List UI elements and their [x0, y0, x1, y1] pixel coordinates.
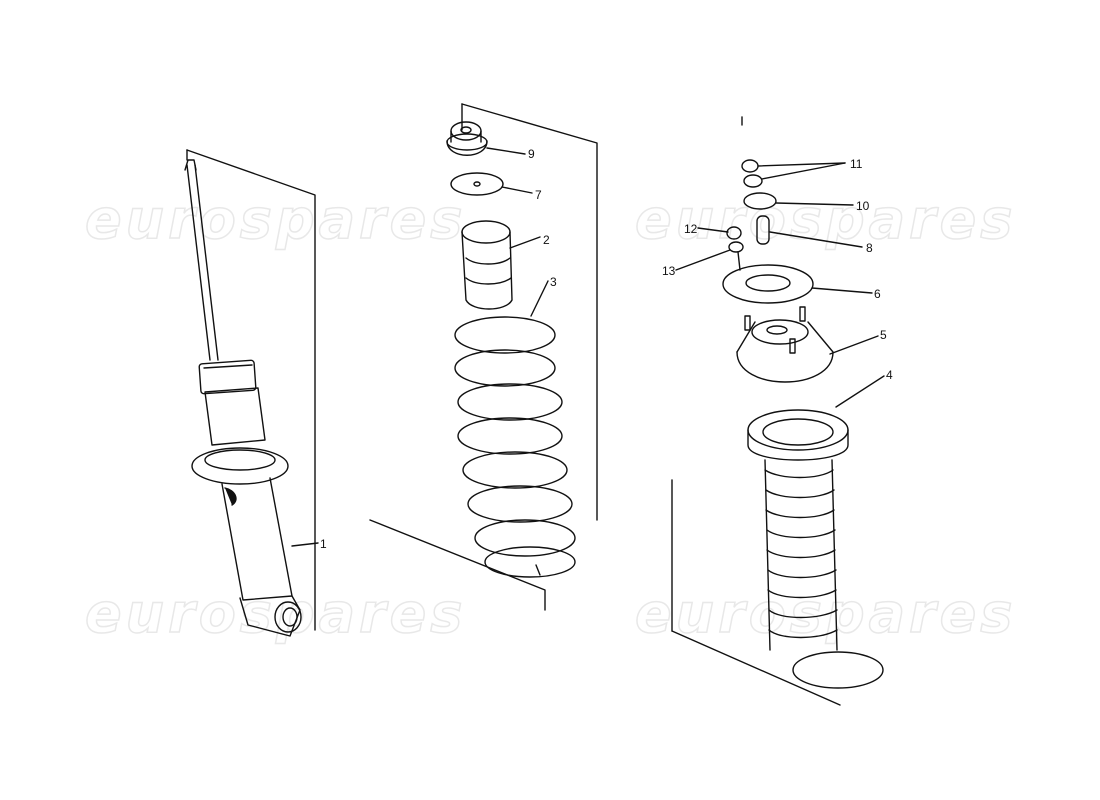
callout-13: 13 [662, 264, 676, 278]
bump-stop-part-2 [461, 220, 541, 310]
callout-11: 11 [850, 157, 863, 171]
shock-absorber-part-1 [184, 159, 319, 637]
callout-9: 9 [528, 147, 535, 161]
bushing-part-9 [446, 121, 526, 156]
dust-boot-part-4 [747, 375, 885, 689]
nut-part-12 [697, 226, 742, 240]
callout-5: 5 [880, 328, 887, 342]
callout-12: 12 [684, 222, 698, 236]
callout-6: 6 [874, 287, 881, 301]
callout-10: 10 [856, 199, 870, 213]
callout-1: 1 [320, 537, 327, 551]
spacer-part-8 [756, 215, 863, 248]
mounting-plate-part-6 [722, 264, 873, 304]
callout-8: 8 [866, 241, 873, 255]
callout-3: 3 [550, 275, 557, 289]
washer-part-13 [675, 241, 744, 271]
washer-part-7 [450, 172, 533, 196]
assembly-plane-right [671, 116, 841, 706]
washer-part-10 [743, 192, 854, 210]
assembly-plane-middle [369, 103, 598, 611]
callout-7: 7 [535, 188, 542, 202]
callout-4: 4 [886, 368, 893, 382]
callout-2: 2 [543, 233, 550, 247]
top-mount-part-5 [736, 306, 879, 383]
nuts-part-11 [741, 159, 846, 188]
assembly-plane-left [186, 149, 316, 631]
coil-spring-part-3 [454, 280, 576, 578]
